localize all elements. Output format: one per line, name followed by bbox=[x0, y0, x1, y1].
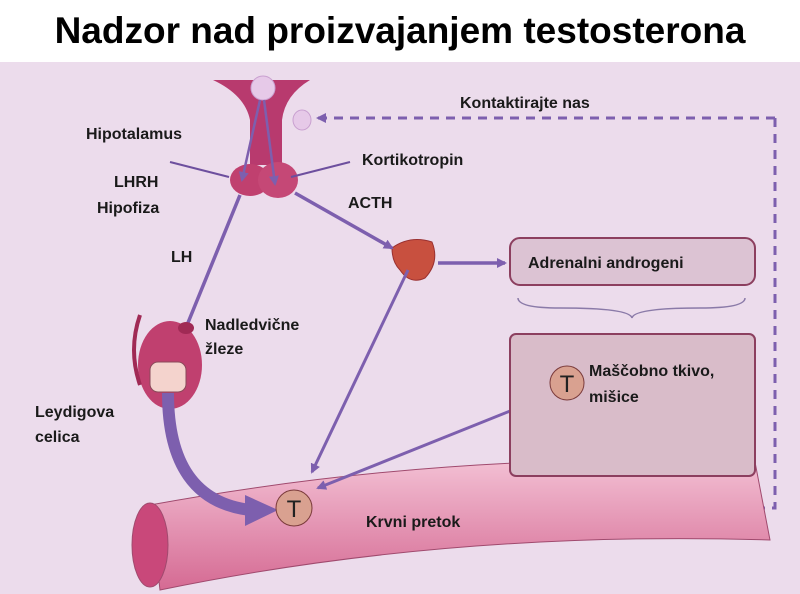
testosterone-circle-tissue bbox=[549, 365, 585, 401]
testosterone-circle-blood bbox=[275, 489, 313, 527]
hypothalamus-pituitary-organ bbox=[213, 75, 312, 198]
label-adrenal-androgens: Adrenalni androgeni bbox=[528, 255, 684, 272]
testosterone-flow-arrowhead bbox=[245, 495, 278, 526]
lhrh-arrow bbox=[238, 99, 262, 182]
label-blood-flow: Krvni pretok bbox=[366, 514, 460, 531]
label-leydig-2: celica bbox=[35, 429, 80, 446]
diagram: T T Kontaktirajte nas Hipotalamus Kortik… bbox=[0, 62, 800, 594]
blood-vessel bbox=[131, 459, 771, 591]
t-label-tissue: T bbox=[560, 371, 575, 398]
diagram-title: Nadzor nad proizvajanjem testosterona bbox=[0, 0, 800, 62]
lhrh-pointer bbox=[169, 161, 230, 178]
adrenal-androgens-box bbox=[509, 237, 756, 286]
leydig-cell-icon bbox=[149, 361, 187, 393]
corticotropin-pointer bbox=[290, 161, 351, 178]
label-fat-2: mišice bbox=[589, 389, 639, 406]
label-pituitary: Hipofiza bbox=[97, 200, 159, 217]
label-lhrh: LHRH bbox=[114, 174, 158, 191]
testosterone-flow-arrow bbox=[162, 392, 251, 516]
label-hypothalamus: Hipotalamus bbox=[86, 126, 182, 143]
label-contact: Kontaktirajte nas bbox=[460, 95, 590, 112]
testis-organ bbox=[132, 314, 202, 409]
corticotropin-arrow bbox=[262, 99, 279, 186]
adrenal-gland-icon bbox=[391, 239, 436, 281]
label-corticotropin: Kortikotropin bbox=[362, 152, 463, 169]
label-lh: LH bbox=[171, 249, 192, 266]
label-fat-1: Maščobno tkivo, bbox=[589, 363, 714, 380]
label-adrenal-2: žleze bbox=[205, 341, 243, 358]
t-label-blood: T bbox=[287, 496, 302, 523]
adrenal-to-blood-arrow bbox=[310, 269, 410, 474]
label-leydig-1: Leydigova bbox=[35, 404, 114, 421]
acth-arrow bbox=[294, 191, 394, 250]
label-acth: ACTH bbox=[348, 195, 392, 212]
brace bbox=[517, 297, 746, 319]
label-adrenal-1: Nadledvične bbox=[205, 317, 299, 334]
